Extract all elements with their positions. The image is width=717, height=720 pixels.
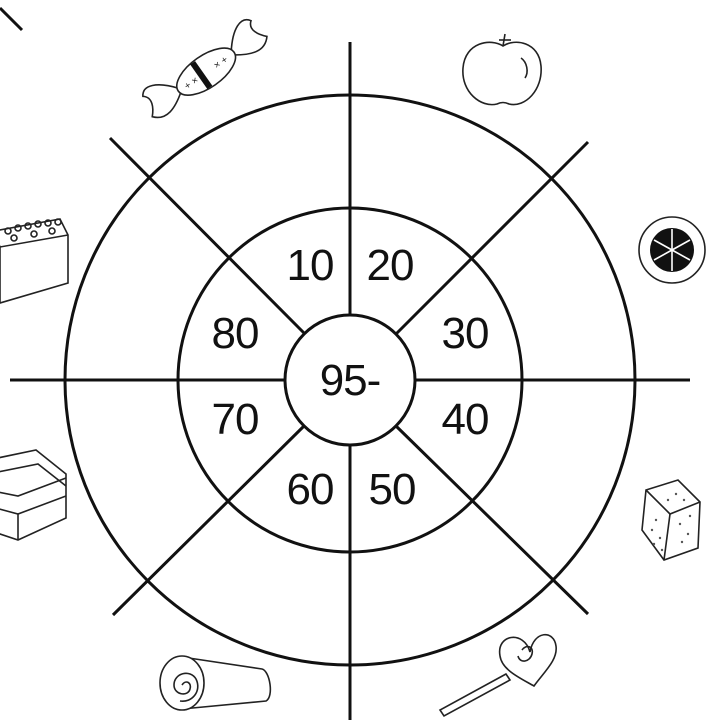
- spoke-bottom-right: [396, 426, 588, 614]
- ring-number: 10: [287, 241, 334, 290]
- spoke-bottom-left: [113, 426, 304, 615]
- spoke-top-left: [110, 138, 305, 334]
- spoke-top-right: [396, 142, 588, 334]
- ring-number: 70: [212, 395, 259, 444]
- orange-slice-icon: [639, 217, 705, 283]
- ring-number: 30: [442, 309, 489, 358]
- ring-number: 50: [369, 465, 416, 514]
- ring-number: 80: [212, 309, 259, 358]
- ring-number: 40: [442, 395, 489, 444]
- heart-lollipop-icon: [440, 635, 556, 716]
- wrapped-candy-icon: × + + ×: [137, 14, 273, 124]
- sandwich-icon: [0, 450, 66, 540]
- ring-number: 60: [287, 465, 334, 514]
- sugar-cube-icon: [642, 480, 700, 560]
- center-number: 95-: [320, 356, 381, 405]
- cake-slice-icon: [0, 219, 68, 303]
- corner-mark: [0, 8, 22, 30]
- apple-icon: [463, 34, 541, 105]
- swiss-roll-icon: [160, 656, 270, 710]
- ring-number: 20: [367, 241, 414, 290]
